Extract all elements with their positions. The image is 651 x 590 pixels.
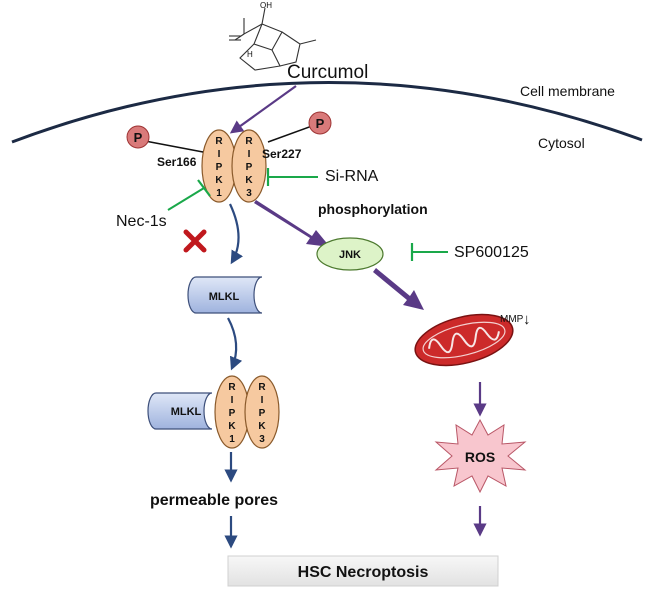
mlkl-to-complex-arrow: [227, 317, 243, 371]
blocked-x-icon: [183, 229, 207, 253]
nec1s-inhibition-line: [167, 187, 205, 211]
phospho-ripk3-icon: [308, 111, 332, 135]
ripk3-letter-k: K: [245, 175, 253, 186]
phosphorylation-label: phosphorylation: [318, 201, 428, 217]
ripk3b-letter-r: R: [258, 382, 266, 393]
jnk-to-mito-arrow: [373, 268, 424, 310]
ripk3b-letter-k: K: [258, 421, 266, 432]
jnk-node: [316, 237, 384, 271]
mlkl-ripk-complex: MLKL R I P K 1 R I P K 3: [147, 375, 280, 449]
curcumol-structure: OH H: [229, 1, 317, 71]
ripk3-letter-p: P: [246, 162, 253, 173]
structure-h-label: H: [247, 50, 253, 59]
mmp-decrease-icon: ↓: [523, 311, 531, 328]
membrane-label: Cell membrane: [520, 83, 615, 99]
cytosol-label: Cytosol: [538, 135, 585, 151]
ripk3-letter-i: I: [248, 149, 251, 160]
mlkl-node: MLKL: [187, 276, 263, 314]
phospho-ripk1-label: P: [134, 130, 143, 145]
structure-oh-label: OH: [260, 1, 272, 10]
ripk1-letter-1: 1: [216, 188, 222, 199]
ripk3-letter-3: 3: [246, 188, 252, 199]
ser166-label: Ser166: [157, 155, 197, 169]
ripk1b-letter-i: I: [231, 395, 234, 406]
mmp-label: MMP: [500, 314, 524, 325]
nec1s-label: Nec-1s: [116, 213, 167, 230]
sirna-label: Si-RNA: [325, 168, 379, 185]
phospho-ripk1-icon: [126, 125, 150, 149]
ripk3-complex-protein: [244, 375, 280, 449]
ripk3-protein: [231, 129, 267, 203]
ripk3-letter-r: R: [245, 136, 253, 147]
permeable-pores-label: permeable pores: [150, 492, 278, 509]
ser227-connector: [267, 125, 313, 143]
mlkl-complex-node: [147, 392, 213, 430]
mitochondrion-icon: [414, 313, 514, 367]
sp600125-label: SP600125: [454, 244, 529, 261]
ripk3b-letter-3: 3: [259, 434, 265, 445]
ripk1b-letter-1: 1: [229, 434, 235, 445]
ripk1-letter-r: R: [215, 136, 223, 147]
ripk1-ripk3-complex: R I P K 1 R I P K 3: [201, 129, 267, 203]
ripk3b-letter-p: P: [259, 408, 266, 419]
phospho-ripk3-label: P: [316, 116, 325, 131]
mlkl-complex-label: MLKL: [171, 406, 202, 418]
ripk1b-letter-k: K: [228, 421, 236, 432]
ripk-to-mlkl-arrow: [229, 203, 244, 265]
ripk1-letter-i: I: [218, 149, 221, 160]
hsc-necroptosis-label: HSC Necroptosis: [298, 564, 429, 581]
ripk1b-letter-r: R: [228, 382, 236, 393]
curcumol-arrow: [229, 85, 297, 134]
cell-membrane: [11, 81, 643, 144]
jnk-label: JNK: [339, 249, 361, 261]
ros-burst: [434, 418, 527, 494]
ser166-connector: [144, 140, 204, 153]
ripk1-letter-p: P: [216, 162, 223, 173]
outcome-box: [227, 555, 499, 587]
ripk1b-letter-p: P: [229, 408, 236, 419]
mlkl-label: MLKL: [209, 291, 240, 303]
ripk3b-letter-i: I: [261, 395, 264, 406]
nec1s-inhibition-bar: [197, 179, 211, 197]
ros-label: ROS: [465, 449, 495, 465]
ripk1-letter-k: K: [215, 175, 223, 186]
phosphorylation-arrow: [254, 200, 330, 247]
curcumol-label: Curcumol: [287, 62, 368, 83]
ser227-label: Ser227: [262, 147, 302, 161]
